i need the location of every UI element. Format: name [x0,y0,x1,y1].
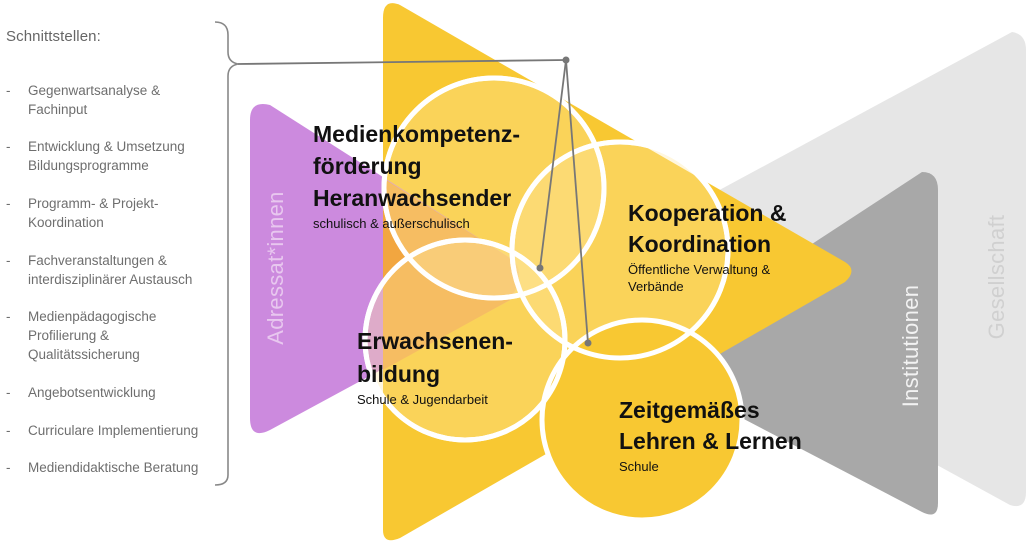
sidebar-title: Schnittstellen: [6,28,101,45]
area-kooperation-title-1: Kooperation & [628,200,787,226]
area-kooperation-title-2: Koordination [628,231,772,257]
area-medien-title-1: Medienkompetenz- [313,121,521,147]
connector-dot-zeitgemaess [584,339,592,347]
area-medien-title-3: Heranwachsender [313,185,512,211]
main-yellow-triangle [383,3,852,541]
overlap-purple-yellow [383,178,519,370]
connector-to-zeitgemaess [565,59,589,344]
connector-to-medien [539,59,567,269]
area-erwachsenen-subtitle: Schule & Jugendarbeit [357,392,488,407]
connector-horizontal [237,59,567,65]
area-kooperation-subtitle-2: Verbände [628,279,684,294]
connector-dot-medien [536,264,544,272]
circle-zeitgemaess [539,317,745,523]
area-erwachsenen-title-2: bildung [357,361,441,387]
label-adressat: Adressat*innen [263,191,288,345]
connector-dot-top [562,56,570,64]
area-zeitgemaess-title-2: Lehren & Lernen [619,428,802,454]
label-gesellschaft: Gesellschaft [984,214,1009,340]
area-medien-title-2: förderung [313,153,422,179]
sidebar-bracket [214,21,239,486]
institutionen-triangle [643,172,938,515]
area-kooperation-subtitle-1: Öffentliche Verwaltung & [628,262,771,277]
area-zeitgemaess-title-1: Zeitgemäßes [619,397,760,423]
area-erwachsenen-title-1: Erwachsenen- [357,328,513,354]
area-zeitgemaess-subtitle: Schule [619,459,659,474]
label-institutionen: Institutionen [898,284,923,408]
area-medien-subtitle: schulisch & außerschulisch [313,216,470,231]
